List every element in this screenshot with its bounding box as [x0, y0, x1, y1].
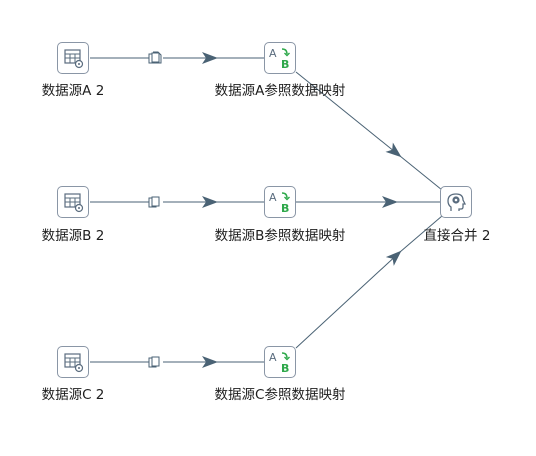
step-label: 数据源C 2 [41, 387, 105, 403]
step-label: 数据源C参照数据映射 [214, 387, 346, 403]
svg-text:A: A [269, 191, 277, 204]
table-input-icon [64, 193, 84, 213]
merge-head-icon [447, 193, 467, 211]
step-label: 数据源A 2 [41, 83, 105, 99]
step-label: 数据源A参照数据映射 [214, 83, 346, 99]
svg-text:A: A [269, 351, 277, 364]
step-src-b[interactable] [57, 186, 89, 218]
step-merge[interactable] [440, 186, 472, 218]
svg-text:B: B [281, 202, 289, 215]
svg-text:A: A [269, 47, 277, 60]
step-label: 数据源B参照数据映射 [214, 228, 346, 244]
copy-rows-icon [148, 196, 160, 208]
step-label: 直接合并 2 [423, 228, 491, 244]
step-src-c[interactable] [57, 346, 89, 378]
step-label: 数据源B 2 [41, 228, 105, 244]
step-map-b[interactable]: A B [264, 186, 296, 218]
table-input-icon [64, 49, 84, 69]
copy-rows-icon [148, 356, 160, 368]
svg-text:B: B [281, 58, 289, 71]
hop-map-c-to-merge[interactable] [295, 250, 402, 349]
value-mapper-icon: A B [269, 351, 290, 375]
svg-text:B: B [281, 362, 289, 375]
step-map-a[interactable]: A B [264, 42, 296, 74]
table-input-icon [64, 353, 84, 373]
step-src-a[interactable] [57, 42, 89, 74]
value-mapper-icon: A B [269, 47, 290, 71]
value-mapper-icon: A B [269, 191, 290, 215]
step-map-c[interactable]: A B [264, 346, 296, 378]
copy-rows-icon [148, 51, 162, 64]
hop-map-a-to-merge[interactable] [295, 71, 402, 158]
